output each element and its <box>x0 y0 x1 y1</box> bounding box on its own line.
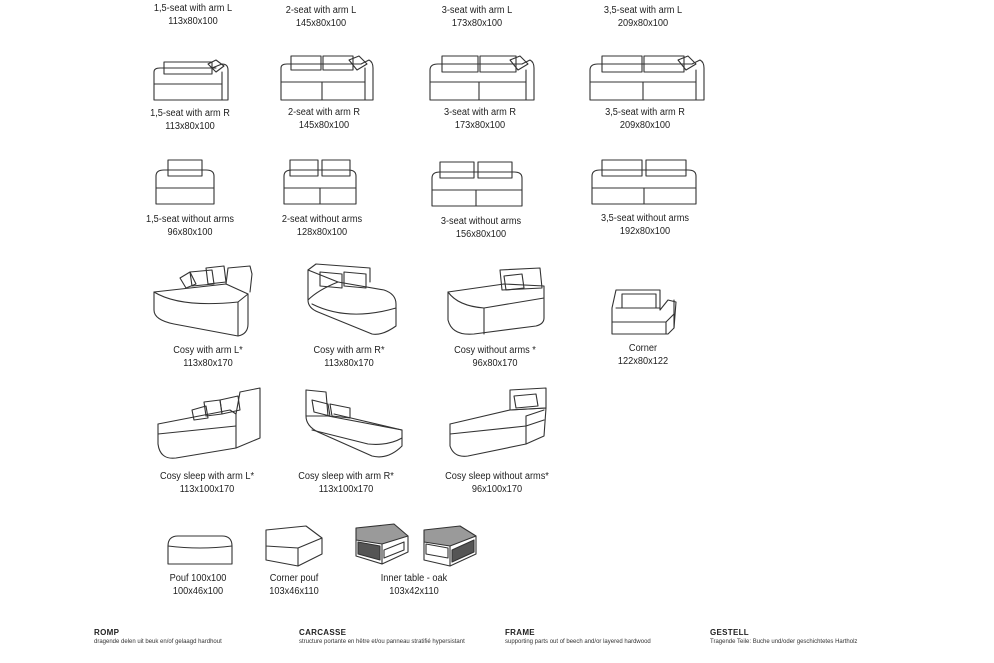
module-name: 3,5-seat with arm L <box>603 5 683 16</box>
module-name: Cosy sleep with arm R* <box>298 471 394 482</box>
sofa-3-5-seat-arm-r-drawing <box>589 55 705 101</box>
module-label-corner-pouf: Corner pouf 103x46x110 <box>225 572 363 598</box>
module-dimensions: 96x80x100 <box>167 227 213 238</box>
inner-table-oak-drawing <box>355 523 477 567</box>
module-label-3-seat-arm-l: 3-seat with arm L 173x80x100 <box>408 4 546 30</box>
module-name: Corner pouf <box>269 573 319 584</box>
module-name: 3-seat with arm L <box>441 5 513 16</box>
cosy-sleep-arm-l-drawing <box>157 387 261 459</box>
sofa-1-5-seat-arm-r-drawing <box>153 59 229 101</box>
module-label-cosy-sleep-arm-l: Cosy sleep with arm L* 113x100x170 <box>138 470 276 496</box>
footer-frame-german: GESTELL Tragende Teile: Buche und/oder g… <box>710 627 910 646</box>
footer-text: structure portante en hêtre et/ou pannea… <box>299 639 465 645</box>
module-dimensions: 113x80x100 <box>168 16 218 27</box>
module-label-3-5-seat-arm-r: 3,5-seat with arm R 209x80x100 <box>576 106 714 132</box>
module-name: 2-seat with arm L <box>285 5 357 16</box>
module-dimensions: 103x46x110 <box>269 586 319 597</box>
footer-heading: ROMP <box>94 628 120 637</box>
footer-frame-dutch: ROMP dragende delen uit beuk en/of gelaa… <box>94 627 294 646</box>
module-label-1-5-seat-arm-r: 1,5-seat with arm R 113x80x100 <box>121 107 259 133</box>
module-name: Cosy without arms * <box>454 345 536 356</box>
sofa-2-seat-without-arms-drawing <box>283 159 357 205</box>
module-name: Inner table - oak <box>380 573 448 584</box>
module-name: 3,5-seat without arms <box>601 213 689 224</box>
footer-text: supporting parts out of beech and/or lay… <box>505 639 651 645</box>
module-dimensions: 113x100x170 <box>318 484 374 495</box>
module-label-cosy-arm-r: Cosy with arm R* 113x80x170 <box>280 344 418 370</box>
cosy-arm-r-drawing <box>307 263 397 335</box>
module-name: Cosy sleep with arm L* <box>159 471 255 482</box>
module-dimensions: 145x80x100 <box>298 120 350 131</box>
module-label-3-5-seat-without-arms: 3,5-seat without arms 192x80x100 <box>576 212 714 238</box>
pouf-drawing <box>167 535 233 565</box>
module-dimensions: 96x80x170 <box>472 358 518 369</box>
module-dimensions: 192x80x100 <box>619 226 671 237</box>
module-dimensions: 145x80x100 <box>295 18 347 29</box>
module-label-3-5-seat-arm-l: 3,5-seat with arm L 209x80x100 <box>574 4 712 30</box>
sofa-3-seat-without-arms-drawing <box>431 161 523 207</box>
module-dimensions: 96x100x170 <box>471 484 523 495</box>
module-label-2-seat-arm-r: 2-seat with arm R 145x80x100 <box>255 106 393 132</box>
footer-heading: GESTELL <box>710 628 749 637</box>
cosy-sleep-without-arms-drawing <box>449 387 547 457</box>
module-dimensions: 173x80x100 <box>451 18 503 29</box>
footer-heading: CARCASSE <box>299 628 347 637</box>
sofa-3-5-seat-without-arms-drawing <box>591 159 697 205</box>
module-label-cosy-sleep-arm-r: Cosy sleep with arm R* 113x100x170 <box>277 470 415 496</box>
module-dimensions: 122x80x122 <box>617 356 669 367</box>
module-dimensions: 209x80x100 <box>619 120 671 131</box>
module-name: 1,5-seat without arms <box>146 214 234 225</box>
module-name: 3,5-seat with arm R <box>605 107 685 118</box>
module-name: 1,5-seat with arm R <box>150 108 230 119</box>
module-dimensions: 113x80x170 <box>183 358 233 369</box>
footer-frame-english: FRAME supporting parts out of beech and/… <box>505 627 705 646</box>
module-label-cosy-arm-l: Cosy with arm L* 113x80x170 <box>139 344 277 370</box>
module-label-1-5-seat-without-arms: 1,5-seat without arms 96x80x100 <box>121 213 259 239</box>
module-label-1-5-seat-arm-l: 1,5-seat with arm L 113x80x100 <box>124 2 262 28</box>
module-label-cosy-sleep-without-arms: Cosy sleep without arms* 96x100x170 <box>428 470 566 496</box>
module-name: 3-seat with arm R <box>443 107 517 118</box>
footer-frame-french: CARCASSE structure portante en hêtre et/… <box>299 627 499 646</box>
module-name: Pouf 100x100 <box>169 573 227 584</box>
sofa-3-seat-arm-r-drawing <box>429 55 535 101</box>
module-label-pouf: Pouf 100x100 100x46x100 <box>129 572 267 598</box>
cosy-arm-l-drawing <box>153 265 253 337</box>
module-dimensions: 156x80x100 <box>455 229 507 240</box>
footer-text: Tragende Teile: Buche und/oder geschicht… <box>710 639 858 645</box>
module-dimensions: 113x80x170 <box>324 358 374 369</box>
module-name: 2-seat without arms <box>281 214 363 225</box>
module-label-cosy-without-arms: Cosy without arms * 96x80x170 <box>426 344 564 370</box>
cosy-without-arms-drawing <box>447 267 545 335</box>
module-name: 1,5-seat with arm L <box>153 3 233 14</box>
sofa-1-5-seat-without-arms-drawing <box>155 159 215 205</box>
module-dimensions: 209x80x100 <box>617 18 669 29</box>
module-dimensions: 113x100x170 <box>179 484 235 495</box>
footer-heading: FRAME <box>505 628 535 637</box>
module-dimensions: 173x80x100 <box>454 120 506 131</box>
module-name: Cosy with arm R* <box>313 345 385 356</box>
module-label-inner-table-oak: Inner table - oak 103x42x110 <box>345 572 483 598</box>
cosy-sleep-arm-r-drawing <box>305 389 403 458</box>
module-dimensions: 100x46x100 <box>172 586 224 597</box>
module-label-3-seat-without-arms: 3-seat without arms 156x80x100 <box>412 215 550 241</box>
module-name: Cosy sleep without arms* <box>445 471 549 482</box>
corner-drawing <box>611 289 677 335</box>
module-label-corner: Corner 122x80x122 <box>574 342 712 368</box>
corner-pouf-drawing <box>265 525 323 567</box>
module-dimensions: 103x42x110 <box>389 586 439 597</box>
module-dimensions: 128x80x100 <box>296 227 348 238</box>
module-label-2-seat-without-arms: 2-seat without arms 128x80x100 <box>253 213 391 239</box>
module-name: Cosy with arm L* <box>173 345 243 356</box>
module-name: Corner <box>628 343 658 354</box>
module-name: 3-seat without arms <box>440 216 522 227</box>
sofa-2-seat-arm-r-drawing <box>280 55 374 101</box>
module-dimensions: 113x80x100 <box>165 121 215 132</box>
module-name: 2-seat with arm R <box>287 107 361 118</box>
module-label-2-seat-arm-l: 2-seat with arm L 145x80x100 <box>252 4 390 30</box>
module-label-3-seat-arm-r: 3-seat with arm R 173x80x100 <box>411 106 549 132</box>
footer-text: dragende delen uit beuk en/of gelaagd ha… <box>94 639 222 645</box>
